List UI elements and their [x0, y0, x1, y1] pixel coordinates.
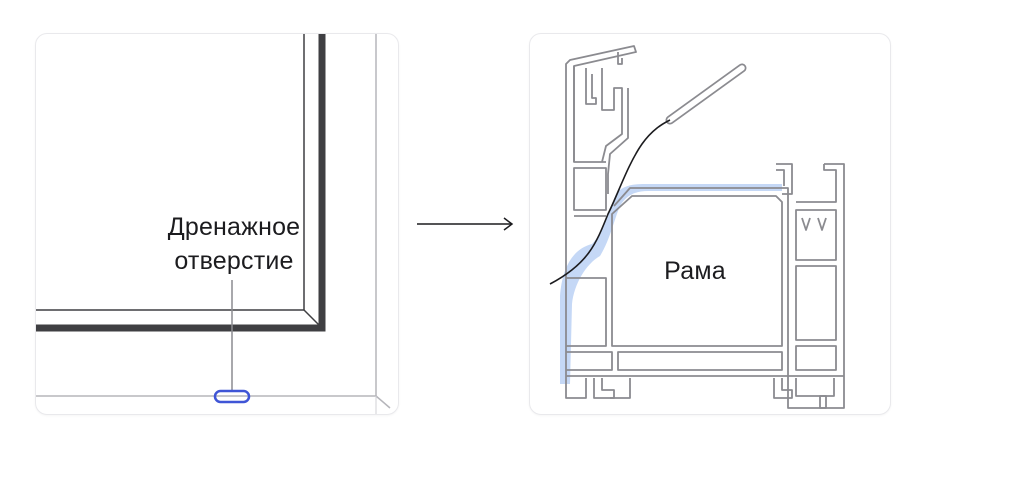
right-chamber-3	[795, 345, 837, 371]
right-top-chamber	[796, 164, 837, 203]
bottom-foot-left	[610, 378, 631, 399]
left-chamber-1	[566, 277, 607, 347]
top-hook	[776, 163, 793, 195]
bottom-foot-right	[773, 378, 793, 399]
profile-cross-section	[549, 45, 845, 409]
right-chamber-2	[795, 265, 837, 341]
frame-label: Рама	[664, 257, 726, 285]
left-foot	[565, 378, 587, 399]
left-chamber-2	[566, 351, 613, 371]
sash-hook	[617, 52, 623, 65]
gasket-teeth	[801, 217, 827, 231]
right-foot-left	[787, 202, 827, 409]
sash-wall	[607, 88, 629, 194]
drain-label-line2: отверстие	[174, 247, 294, 275]
profile-lines	[565, 45, 845, 409]
top-hook-inner	[776, 169, 785, 186]
sash-chamber-c	[601, 68, 623, 163]
sash-chamber-b	[585, 68, 597, 105]
frame-profile-panel: Рама	[529, 33, 891, 415]
arrow-right-icon	[417, 217, 514, 231]
sash-frame	[36, 34, 326, 332]
seal-line	[549, 119, 671, 285]
window-corner-panel: Дренажное отверстие	[35, 33, 399, 415]
window-corner-drawing	[36, 34, 391, 414]
drain-label-line1: Дренажное	[167, 213, 301, 241]
sash-outer	[565, 45, 637, 392]
right-chamber-1	[795, 209, 837, 261]
right-foot-right	[819, 163, 845, 409]
drain-hole	[213, 389, 251, 404]
main-chamber	[611, 195, 783, 347]
left-mid-foot	[593, 378, 615, 399]
frame-bevel	[375, 395, 391, 409]
bottom-chamber	[617, 351, 783, 371]
upper-rail	[613, 187, 789, 207]
glazing-rod	[665, 63, 747, 125]
drain-hole-label: Дренажное отверстие	[134, 210, 334, 278]
sash-chamber-d	[573, 167, 607, 211]
glass-corner	[303, 309, 323, 329]
